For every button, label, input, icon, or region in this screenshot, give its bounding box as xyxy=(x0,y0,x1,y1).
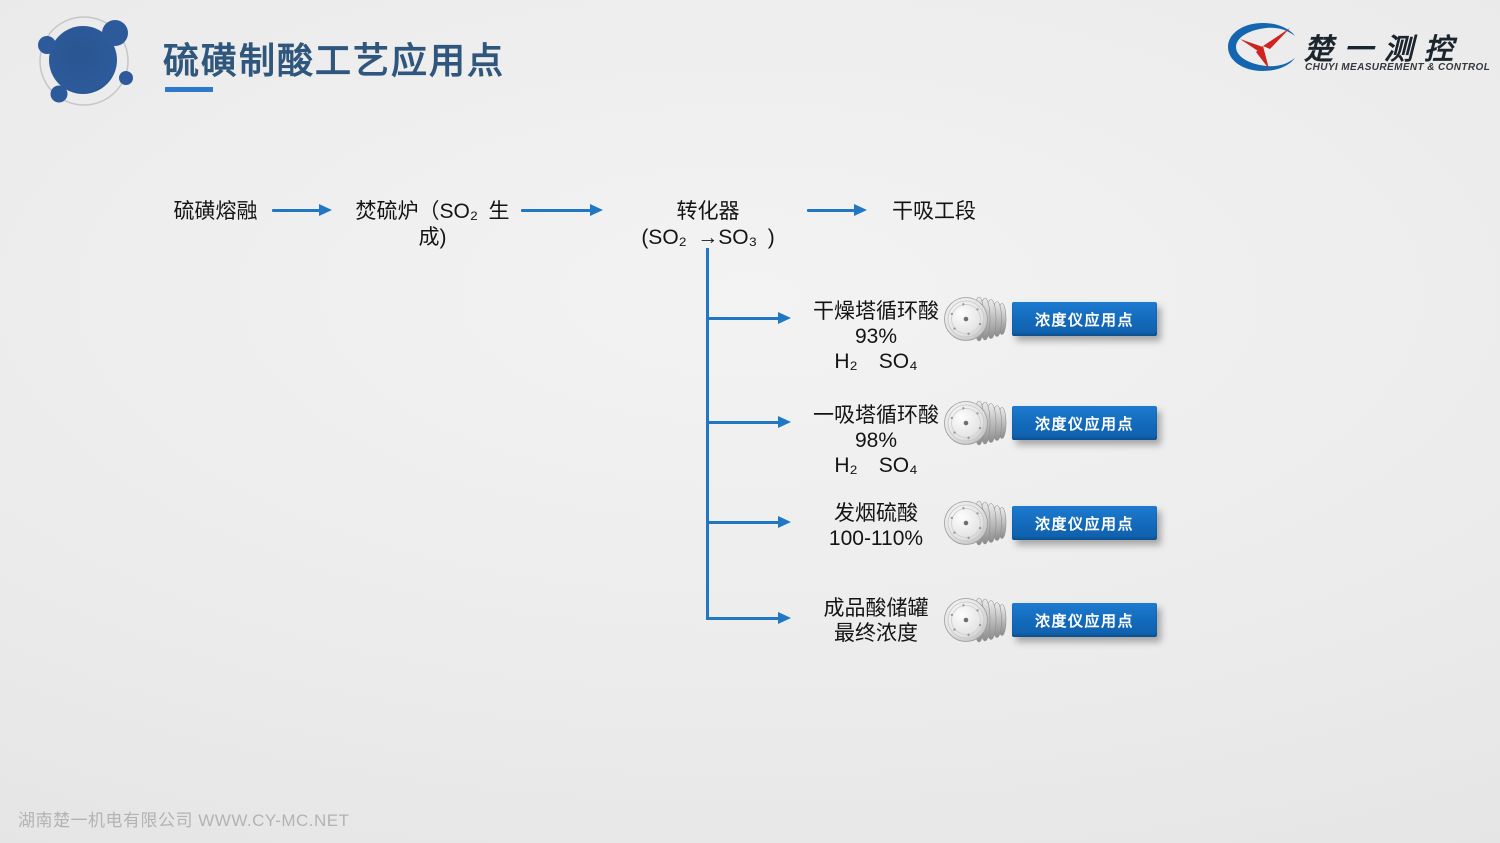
branch-label-first-absorption-tower: 一吸塔循环酸 98% H₂ SO₄ xyxy=(736,403,1016,478)
company-name-cn: 楚一测控 xyxy=(1304,34,1465,66)
branch-value: 93% xyxy=(854,325,898,348)
flow-arrow-3 xyxy=(807,204,867,216)
branch-arrow-3 xyxy=(708,516,791,528)
branch-title: 成品酸储罐 xyxy=(823,597,929,620)
branch-arrow-2 xyxy=(708,416,791,428)
title-underline xyxy=(165,87,213,92)
branch-connector-line xyxy=(706,248,709,620)
flow-node-label-line2: (SO₂ →SO₃ ) xyxy=(641,226,775,249)
branch-formula: H₂ SO₄ xyxy=(834,454,918,477)
sensor-image xyxy=(944,496,1010,550)
flow-node-label: 硫磺熔融 xyxy=(173,200,258,223)
flow-node-sulfur-furnace: 焚硫炉（SO₂ 生 成) xyxy=(330,199,535,251)
branch-arrow-4 xyxy=(708,612,791,624)
footer-company-info: 湖南楚一机电有限公司 WWW.CY-MC.NET xyxy=(18,811,350,830)
flow-node-label-line2: 成) xyxy=(418,226,447,249)
sensor-image xyxy=(944,292,1010,346)
flow-node-label: 干吸工段 xyxy=(892,200,976,223)
app-point-button-1[interactable]: 浓度仪应用点 xyxy=(1012,302,1157,336)
company-name-en: CHUYI MEASUREMENT & CONTROL xyxy=(1305,62,1491,73)
flow-node-converter: 转化器 (SO₂ →SO₃ ) xyxy=(608,199,808,251)
company-logo: 楚一测控 CHUYI MEASUREMENT & CONTROL xyxy=(1224,18,1490,80)
company-logo-icon xyxy=(1228,23,1295,71)
branch-value: 100-110% xyxy=(828,527,924,550)
app-point-button-3[interactable]: 浓度仪应用点 xyxy=(1012,506,1157,540)
branch-title: 干燥塔循环酸 xyxy=(813,300,939,323)
branch-formula: H₂ SO₄ xyxy=(834,350,918,373)
branch-label-oleum: 发烟硫酸 100-110% xyxy=(736,501,1016,551)
branch-label-drying-tower: 干燥塔循环酸 93% H₂ SO₄ xyxy=(736,299,1016,374)
branch-arrow-1 xyxy=(708,312,791,324)
sensor-image xyxy=(944,396,1010,450)
app-point-button-4[interactable]: 浓度仪应用点 xyxy=(1012,603,1157,637)
flow-node-label: 转化器 xyxy=(676,200,740,223)
flow-arrow-1 xyxy=(272,204,332,216)
page-title: 硫磺制酸工艺应用点 xyxy=(163,40,506,81)
flow-node-label: 焚硫炉（SO₂ 生 xyxy=(355,200,510,223)
sensor-image xyxy=(944,593,1010,647)
decorative-molecule-graphic xyxy=(38,16,133,106)
flow-node-drying-absorption: 干吸工段 xyxy=(878,199,990,225)
branch-label-product-acid-tank: 成品酸储罐 最终浓度 xyxy=(736,596,1016,646)
branch-title: 发烟硫酸 xyxy=(834,502,918,525)
flow-node-sulfur-melting: 硫磺熔融 xyxy=(158,199,273,225)
branch-value: 98% xyxy=(854,429,898,452)
branch-title: 一吸塔循环酸 xyxy=(813,404,939,427)
branch-value: 最终浓度 xyxy=(834,622,918,645)
flow-arrow-2 xyxy=(521,204,603,216)
app-point-button-2[interactable]: 浓度仪应用点 xyxy=(1012,406,1157,440)
